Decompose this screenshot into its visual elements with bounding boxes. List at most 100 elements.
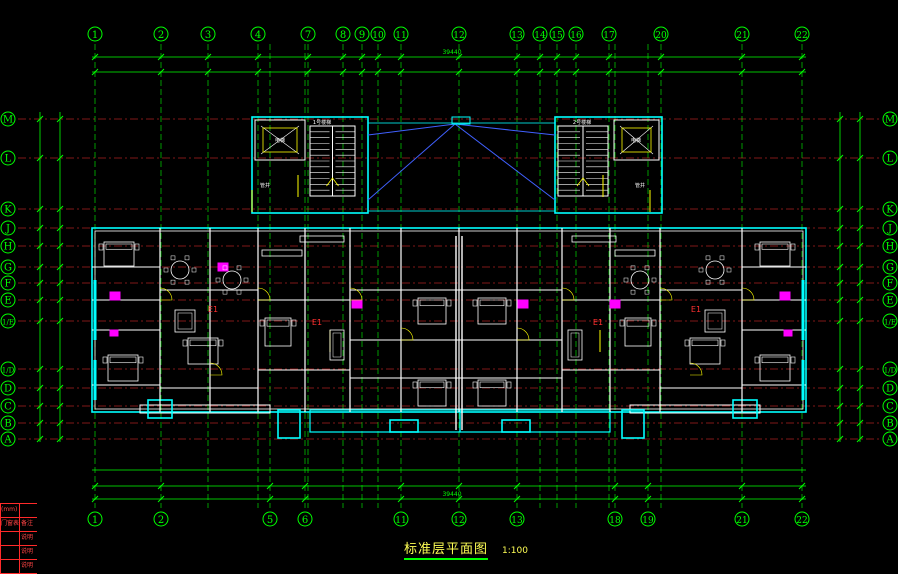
axis-label: E [4, 296, 11, 307]
nightstand [619, 319, 625, 327]
dimension-tick [301, 482, 309, 490]
axis-label: 1/D [2, 367, 15, 375]
dimension-tick [856, 296, 864, 304]
dimension-tick [266, 495, 274, 503]
axis-bubble [882, 431, 898, 447]
chair [243, 277, 249, 283]
chair [184, 255, 190, 261]
dimension-tick [397, 68, 405, 76]
axis-bubble [509, 511, 525, 527]
dimension-tick [836, 317, 844, 325]
dimension-tick [56, 242, 64, 250]
dimension-tick [856, 384, 864, 392]
chair [222, 289, 228, 295]
door-swing [209, 362, 223, 376]
elevator-car [262, 127, 298, 153]
dimension-tick [513, 68, 521, 76]
axis-label: H [4, 242, 13, 253]
bed-frame [103, 241, 135, 267]
axis-label: 22 [796, 516, 807, 526]
axis-bubble [370, 26, 386, 42]
elevator-right [613, 119, 660, 161]
bed [754, 354, 796, 382]
axis-bubble [0, 431, 16, 447]
dimension-tick [657, 53, 665, 61]
axis-bubble [882, 292, 898, 308]
axis-label: 8 [340, 30, 346, 41]
axis-label: 12 [453, 516, 464, 526]
chair [236, 265, 242, 271]
dimension-tick [513, 482, 521, 490]
dimension-tick [836, 154, 844, 162]
dimension-tick [513, 53, 521, 61]
axis-bubble [0, 292, 16, 308]
dimension-tick [572, 68, 580, 76]
bed [102, 354, 144, 382]
axis-label: 1 [92, 30, 98, 41]
dimension-tick [856, 154, 864, 162]
stair-left-label: 1号楼梯 [313, 119, 331, 126]
axis-bubble [607, 511, 623, 527]
dimension-tick [836, 224, 844, 232]
bed-frame [477, 297, 507, 325]
axis-bubble [882, 398, 898, 414]
axis-bubble [0, 380, 16, 396]
dimension-tick [455, 482, 463, 490]
sofa-body [704, 309, 726, 333]
bed [472, 379, 512, 407]
axis-bubble [0, 111, 16, 127]
bed-frame [107, 354, 139, 382]
bed-pillow [105, 243, 133, 250]
nightstand [790, 356, 796, 364]
bed [412, 297, 452, 325]
dimension-tick [836, 365, 844, 373]
legend-cell: 门窗表 [1, 518, 20, 531]
bed-pillow [189, 339, 217, 347]
bed [98, 241, 140, 267]
bed [182, 337, 224, 365]
door-window-legend: (mm) 门窗表 备注 说明 说明 说明 [0, 503, 37, 574]
axis-bubble [335, 26, 351, 42]
axis-bubble [640, 511, 656, 527]
bed-pillow [419, 299, 445, 307]
door-swing [159, 287, 173, 301]
bed-frame [759, 354, 791, 382]
axis-label: A [3, 435, 12, 446]
chair [644, 265, 650, 271]
axis-grid-lines [18, 44, 882, 508]
bay-window [732, 399, 758, 419]
bay-window [501, 419, 531, 433]
kitchen-counter [299, 235, 345, 243]
axis-label: 17 [603, 31, 615, 41]
dimension-tick [358, 53, 366, 61]
nightstand [506, 381, 512, 389]
axis-bubble [882, 380, 898, 396]
chair [719, 279, 725, 285]
building-outline [91, 227, 807, 413]
sofa-seat [332, 332, 342, 358]
legend-row: 说明 [1, 559, 37, 573]
legend-cell [1, 532, 20, 545]
axis-label: 22 [796, 31, 807, 41]
plumbing-fixture [609, 299, 621, 309]
legend-cell: 说明 [21, 562, 34, 569]
axis-label: B [886, 419, 893, 430]
chair [236, 289, 242, 295]
dimension-tick [836, 205, 844, 213]
plumbing-fixture [351, 299, 363, 309]
dimension-tick [358, 68, 366, 76]
axis-label: 21 [736, 516, 747, 526]
axis-label: 16 [570, 31, 582, 41]
plumbing-fixture [109, 291, 121, 301]
axis-bubble [0, 361, 16, 377]
nightstand [790, 243, 796, 251]
dimension-tick [738, 482, 746, 490]
axis-bubble [0, 150, 16, 166]
dimension-tick [836, 115, 844, 123]
corridor-vent-lines [367, 123, 556, 201]
axis-bubble [393, 26, 409, 42]
dimension-tick [91, 53, 99, 61]
axis-label: D [886, 384, 894, 395]
